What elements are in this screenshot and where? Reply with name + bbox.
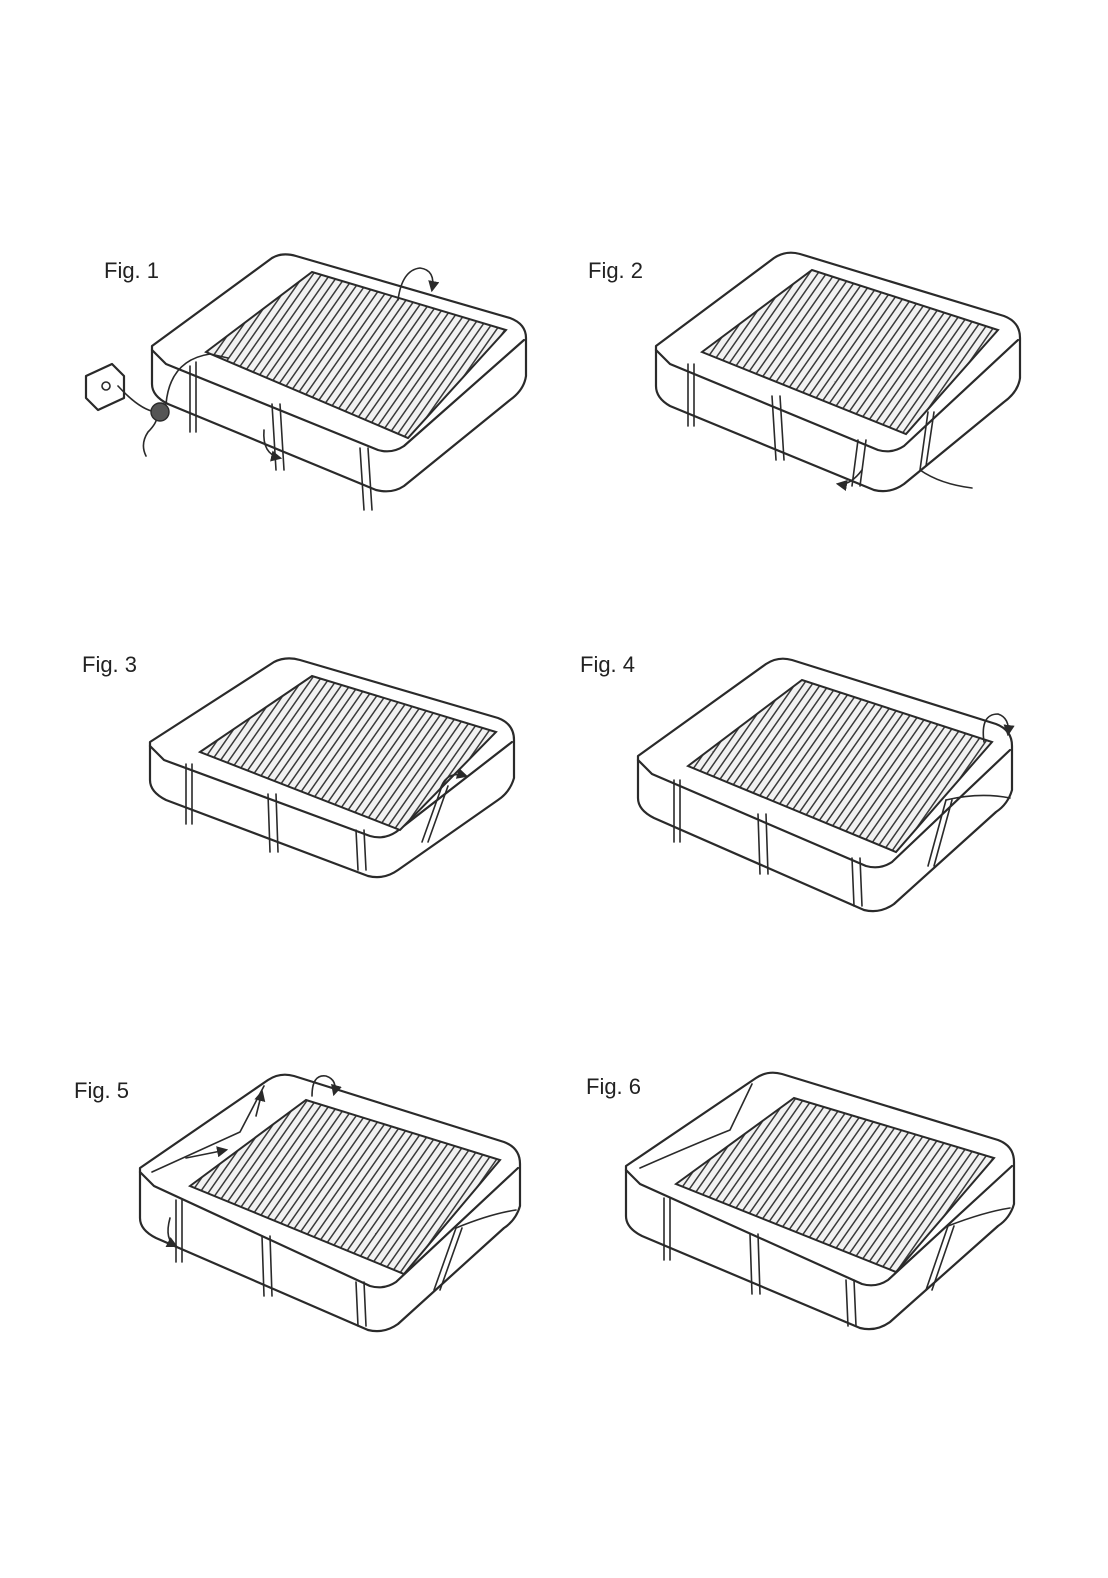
figure-1-label: Fig. 1 [104, 258, 159, 283]
figure-5-label: Fig. 5 [74, 1078, 129, 1103]
mattress-5 [140, 1075, 520, 1331]
mattress-1 [152, 254, 526, 491]
mattress-4 [638, 659, 1012, 911]
mattress-2 [656, 253, 1020, 491]
mattress-3 [150, 658, 514, 877]
mattress-6 [626, 1073, 1014, 1329]
figure-6: Fig. 6 [586, 1073, 1014, 1329]
figure-3: Fig. 3 [82, 652, 514, 877]
figure-4-label: Fig. 4 [580, 652, 635, 677]
figure-5: Fig. 5 [74, 1075, 520, 1331]
figure-4: Fig. 4 [580, 652, 1012, 911]
figure-3-label: Fig. 3 [82, 652, 137, 677]
figure-2-label: Fig. 2 [588, 258, 643, 283]
figure-1: Fig. 1 [86, 254, 526, 510]
figure-2: Fig. 2 [588, 253, 1020, 491]
figure-6-label: Fig. 6 [586, 1074, 641, 1099]
